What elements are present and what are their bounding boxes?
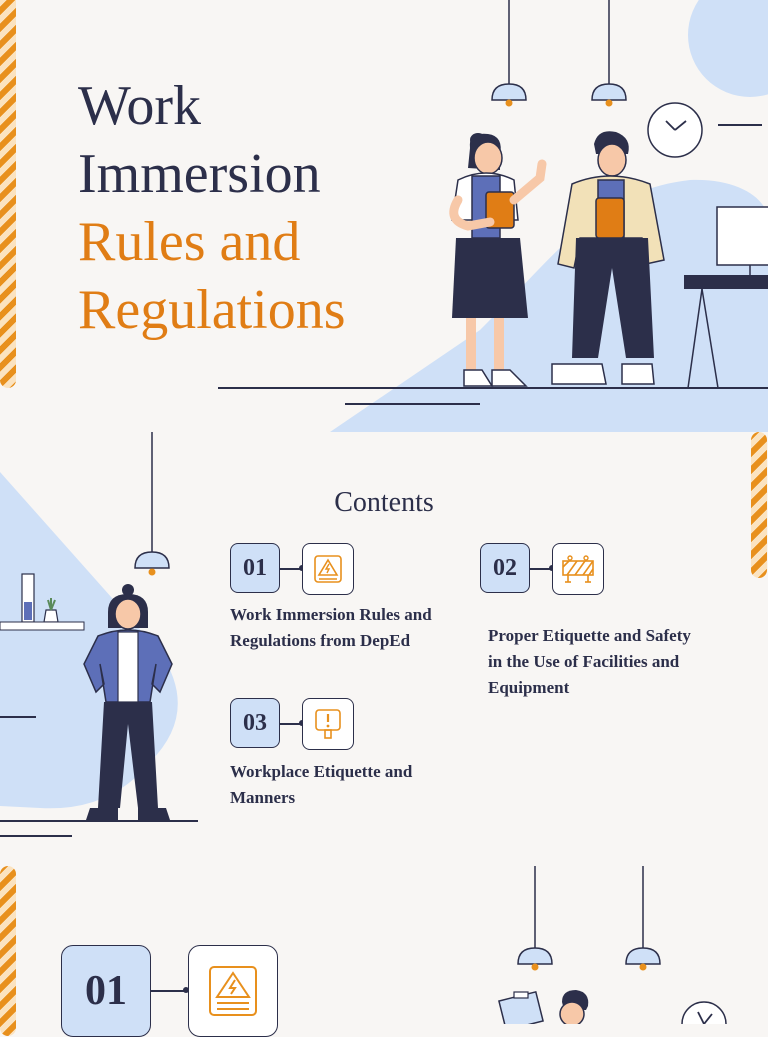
man-with-folder-illustration [551,131,665,385]
electric-warning-icon [209,966,257,1016]
contents-heading: Contents [334,487,434,518]
title-line-rules-and: Rules and [78,211,301,273]
shelf-with-plant-icon [0,573,85,631]
contents-item-label[interactable]: Work Immersion Rules and Regulations fro… [230,605,432,650]
person-with-clipboard-illustration [498,990,589,1024]
ceiling-lamp-icon [517,866,553,971]
contents-item-icon-box[interactable] [302,543,354,595]
woman-with-clipboard-illustration [449,133,547,387]
contents-item-number[interactable]: 02 [480,543,530,593]
connector-line [151,990,189,992]
wall-clock-icon [681,1001,727,1024]
cover-title: Work Immersion Rules and Regulations [78,72,346,344]
connector-dot [183,987,189,993]
title-line-work: Work [78,75,202,137]
contents-item-label[interactable]: Proper Etiquette and Safety in the Use o… [488,626,691,697]
left-stripe-top [0,0,16,388]
connector-line [530,568,554,570]
woman-standing-illustration [83,584,173,820]
ceiling-lamp-icon [591,0,627,107]
wall-line [0,716,36,718]
title-line-regulations: Regulations [78,279,346,341]
floor-line-short [0,835,72,837]
contents-item-label[interactable]: Workplace Etiquette and Manners [230,762,413,807]
floor-line [218,387,768,389]
contents-item-icon-box[interactable] [552,543,604,595]
connector-line [280,568,304,570]
ceiling-lamp-icon [491,0,527,107]
desk-with-monitor-icon [684,206,768,389]
section-number: 01 [61,945,151,1037]
warning-sign-icon [314,555,342,583]
exclamation-sign-icon [315,709,341,739]
contents-item-icon-box[interactable] [302,698,354,750]
left-stripe-bottom [0,866,16,1036]
connector-line [280,723,304,725]
ceiling-lamp-icon [134,432,170,576]
contents-item-number[interactable]: 03 [230,698,280,748]
floor-line [0,820,198,822]
construction-barrier-icon [562,555,594,583]
contents-item-number[interactable]: 01 [230,543,280,593]
section-icon-box [188,945,278,1037]
floor-line-short [345,403,480,405]
wall-clock-icon [647,102,703,158]
right-stripe-middle [751,432,767,578]
wall-line [718,124,762,126]
title-line-immersion: Immersion [78,143,321,205]
ceiling-lamp-icon [625,866,661,971]
